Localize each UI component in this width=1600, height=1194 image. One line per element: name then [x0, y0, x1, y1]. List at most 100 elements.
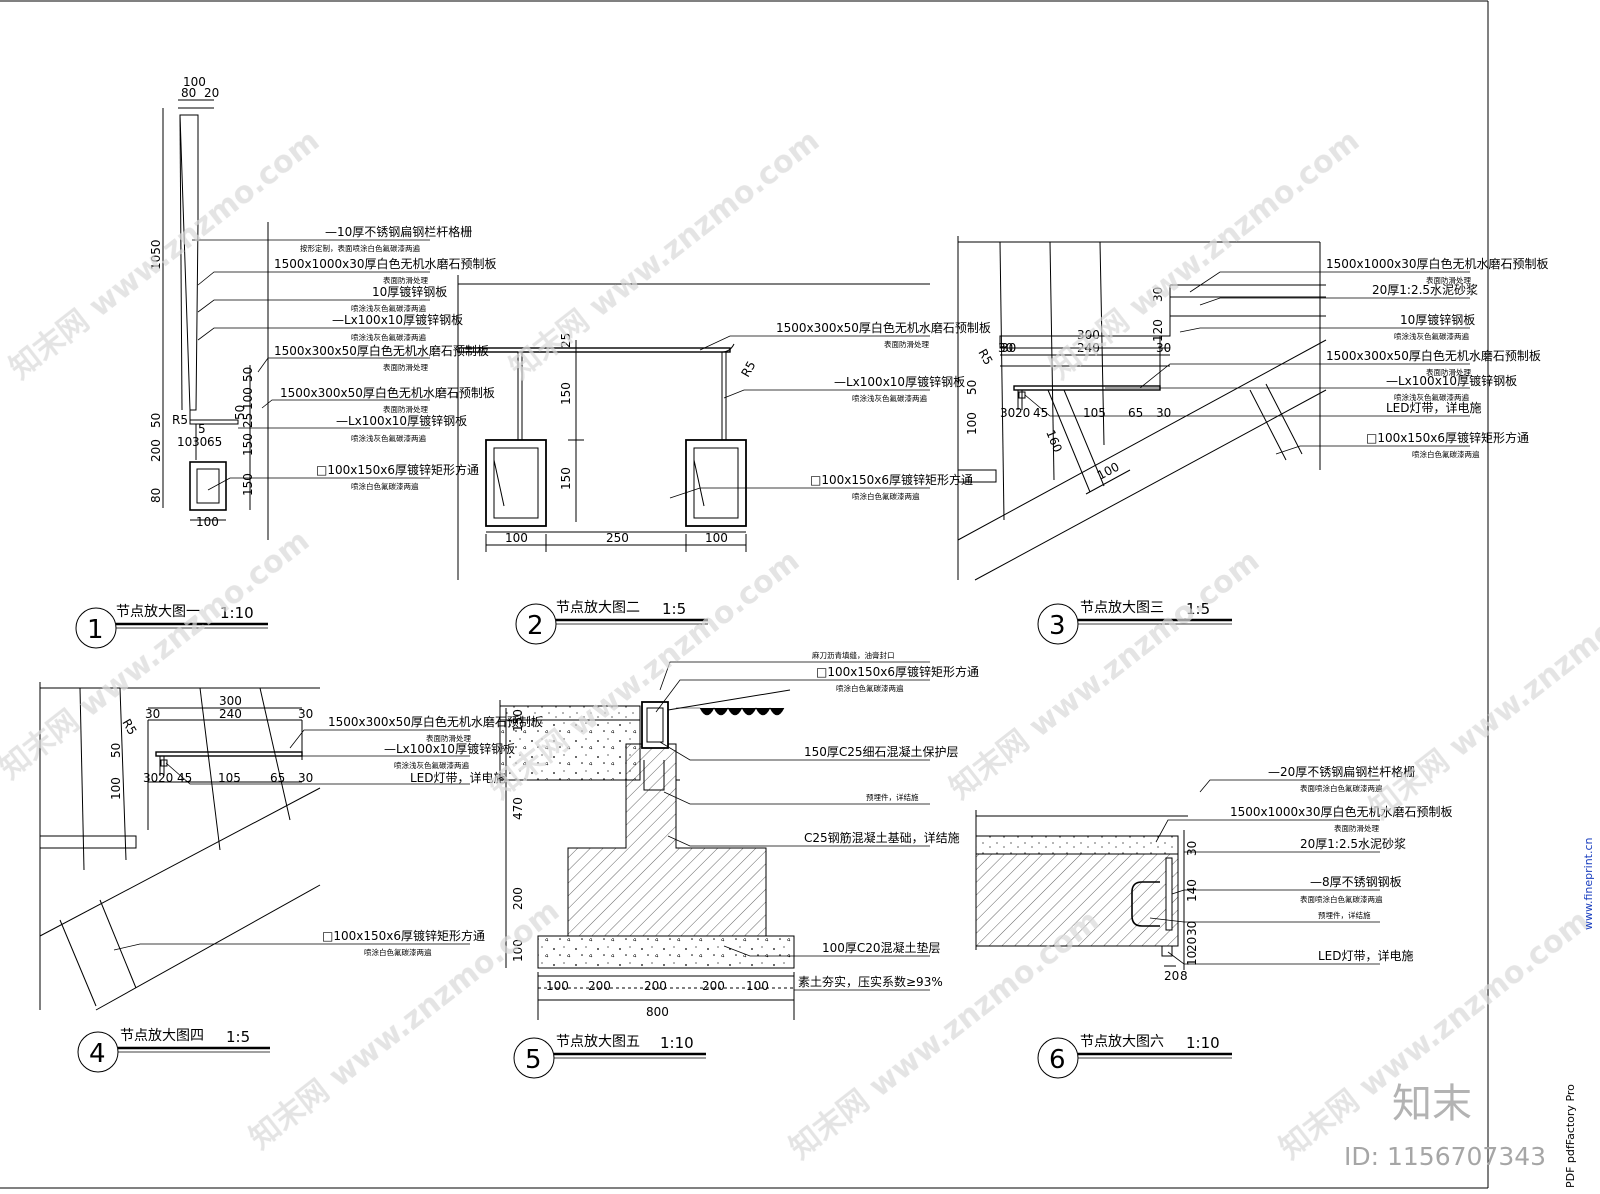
leader-line [1189, 271, 1470, 293]
leader-line [1155, 819, 1380, 843]
dim-label: 20 [204, 86, 219, 100]
detail-2-dimensions: 25 150 150 100 250 100 R5 [505, 333, 759, 545]
dim-label: 10 [1185, 951, 1199, 966]
detail-2-geometry [457, 275, 930, 580]
dim-label: 150 [559, 467, 573, 490]
dim-label: 20 [1164, 969, 1179, 983]
callout-note: 喷涂白色氟碳漆两遍 [364, 947, 432, 957]
callout-text: □100x150x6厚镀锌矩形方通 [1366, 430, 1529, 445]
detail-6-title: 6 节点放大图六 1:10 [1037, 1034, 1232, 1079]
detail-4-callouts: 1500x300x50厚白色无机水磨石预制板 表面防滑处理 —Lx100x10厚… [113, 714, 543, 957]
dim-label: 45 [1033, 406, 1048, 420]
callout-text: □100x150x6厚镀锌矩形方通 [322, 928, 485, 943]
dim-label: 45 [177, 771, 192, 785]
leader-line [165, 762, 470, 785]
callout-note: 喷涂浅灰色氟碳漆两遍 [351, 303, 426, 313]
dim-label: 80 [149, 488, 163, 503]
callout-note: 表面防滑处理 [383, 404, 428, 414]
detail-1-geometry [162, 99, 269, 540]
dim-label: 30 [145, 707, 160, 721]
callout-text: —Lx100x10厚镀锌钢板 [834, 375, 965, 389]
leader-line [1139, 363, 1470, 389]
detail-scale: 1:5 [1186, 600, 1210, 618]
dim-label: 150 [241, 473, 255, 496]
callout-text: LED灯带，详电施 [1318, 948, 1414, 963]
dim-label: 100 [109, 777, 123, 800]
detail-scale: 1:10 [220, 604, 254, 622]
callout-text: 20厚1:2.5水泥砂浆 [1372, 282, 1478, 297]
dim-label: 100 [196, 515, 219, 529]
leader-line [1275, 445, 1470, 455]
callout-text: 预埋件，详结施 [866, 792, 919, 802]
callout-text: LED灯带，详电施 [410, 770, 506, 785]
side-link[interactable]: www.fineprint.cn [1582, 837, 1595, 930]
detail-5-callouts: 麻刀沥青填缝，油膏封口 □100x150x6厚镀锌矩形方通 喷涂白色氟碳漆两遍 … [655, 650, 979, 991]
side-notes: PDF pdfFactory Pro www.fineprint.cn [1564, 837, 1595, 1188]
leader-line [1179, 327, 1470, 333]
callout-note: 表面防滑处理 [1426, 275, 1471, 285]
dim-label: 30 [1001, 341, 1016, 355]
leader-line [197, 271, 430, 286]
dim-label: 105 [1083, 406, 1106, 420]
dim-label: 80 [181, 86, 196, 100]
dim-label: 8 [1180, 969, 1188, 983]
detail-number: 2 [527, 611, 544, 641]
callout-note: 表面防滑处理 [1426, 367, 1471, 377]
dim-label: 100 [183, 75, 206, 89]
detail-number: 5 [525, 1045, 542, 1075]
leader-line [663, 791, 930, 805]
leader-line [655, 679, 930, 713]
detail-title: 节点放大图四 [120, 1028, 204, 1044]
callout-note: 喷涂浅灰色氟碳漆两遍 [1394, 392, 1469, 402]
detail-4-dimensions: 300 30 240 30 R5 50 100 30 20 45 105 65 … [109, 694, 313, 800]
dim-label: 200 [644, 979, 667, 993]
callout-text: 1500x1000x30厚白色无机水磨石预制板 [1326, 256, 1549, 271]
detail-number: 3 [1049, 611, 1066, 641]
dim-label: 65 [270, 771, 285, 785]
dim-label: 250 [606, 531, 629, 545]
callout-note: 喷涂白色氟碳漆两遍 [1412, 449, 1480, 459]
detail-1-dimensions: 100 80 20 1050 50 200 80 5 10 30 65 50 1… [149, 75, 255, 529]
detail-3-title: 3 节点放大图三 1:5 [1037, 600, 1232, 645]
callout-text: 10厚镀锌钢板 [1400, 313, 1475, 327]
leader-line [289, 729, 470, 749]
dim-label: 150 [241, 433, 255, 456]
dim-label: 25 [559, 333, 573, 348]
leader-line [113, 943, 470, 951]
detail-scale: 1:5 [662, 600, 686, 618]
callout-text: 1500x300x50厚白色无机水磨石预制板 [280, 385, 495, 400]
dim-label: R5 [975, 347, 995, 368]
callout-text: 1500x300x50厚白色无机水磨石预制板 [776, 320, 991, 335]
callout-note: 喷涂浅灰色氟碳漆两遍 [1394, 331, 1469, 341]
dim-label: 30 [1151, 287, 1165, 302]
dim-label: 240 [1077, 341, 1100, 355]
detail-6-callouts: —20厚不锈钢扁钢栏杆格栅 表面喷涂白色氟碳漆两遍 1500x1000x30厚白… [1149, 764, 1453, 965]
detail-scale: 1:10 [1186, 1034, 1220, 1052]
detail-4-title: 4 节点放大图四 1:5 [77, 1028, 270, 1073]
leader-line [1171, 889, 1380, 895]
dim-label: 140 [1185, 879, 1199, 902]
dim-label: 50 [965, 380, 979, 395]
leader-line [669, 487, 930, 499]
leader-line [1149, 917, 1380, 923]
dim-label: R5 [738, 359, 758, 380]
dim-label: 120 [1151, 319, 1165, 342]
dim-label: 30 [1185, 921, 1199, 936]
dim-label: 150 [559, 382, 573, 405]
detail-5-dimensions: 150 470 200 100 100 200 200 200 100 800 [511, 709, 769, 1019]
detail-2-title: 2 节点放大图二 1:5 [515, 600, 708, 645]
dim-label: 100 [705, 531, 728, 545]
detail-6-geometry [975, 810, 1188, 970]
leader-line [723, 945, 930, 957]
detail-title: 节点放大图二 [556, 600, 640, 616]
dim-label: 200 [702, 979, 725, 993]
leader-line [659, 661, 930, 691]
side-producer: PDF pdfFactory Pro [1564, 1084, 1577, 1188]
detail-scale: 1:10 [660, 1034, 694, 1052]
callout-text: —20厚不锈钢扁钢栏杆格栅 [1268, 764, 1415, 779]
detail-1-title: 1 节点放大图一 1:10 [75, 604, 268, 649]
brand-logo: 知末 [1392, 1081, 1472, 1127]
dim-label: 65 [207, 435, 222, 449]
callout-note: 喷涂白色氟碳漆两遍 [852, 491, 920, 501]
